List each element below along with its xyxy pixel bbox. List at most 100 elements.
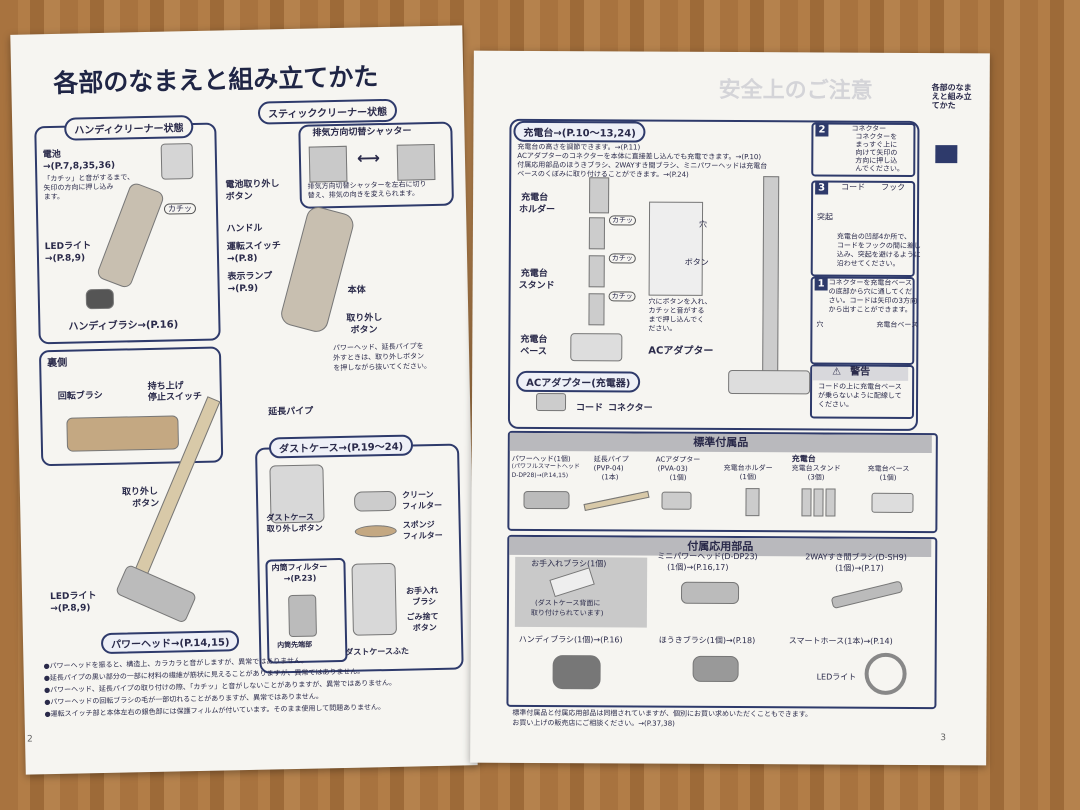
holder-illustration [589, 177, 610, 214]
stick-cleaner-label: スティッククリーナー状態 [257, 98, 398, 125]
base-label: ベース [520, 346, 547, 358]
step-1-note: の底部から穴に通してくだ [828, 287, 913, 296]
handy-brush-thumb [552, 655, 601, 690]
sponge-filter-label: スポンジ [402, 520, 435, 530]
care-brush-note: (ダストケース背面に [534, 598, 601, 608]
led-light-ref: →(P.8,9) [50, 603, 91, 615]
kachi-bubble: カチッ [163, 202, 197, 215]
care-brush-label: お手入れ [405, 585, 439, 596]
adapter-illustration [535, 392, 567, 412]
clean-filter-label: クリーン [401, 490, 434, 500]
sponge-filter-label: フィルター [402, 530, 443, 541]
step-1-note: から出すことができます。 [828, 305, 912, 314]
pipe-note: 外すときは、取り外しボタン [333, 352, 425, 363]
led-light-ref: →(P.8,9) [44, 253, 86, 265]
stand-illustration [588, 255, 605, 288]
std-item-ac-adapter: (PVA-03) [657, 464, 688, 473]
charger-base-illustration [728, 369, 811, 395]
dust-release-label: 取り外しボタン [266, 523, 323, 534]
stick-body-illustration [278, 204, 357, 335]
kachi-bubble: カチッ [608, 215, 637, 226]
std-item-ac-adapter: (1個) [669, 473, 687, 482]
battery-label: 電池 [42, 149, 61, 161]
power-head-illustration [114, 563, 198, 624]
step-3-note: コードをフックの間に差し [836, 241, 921, 250]
base-illustration [570, 333, 623, 362]
dust-release-label: ダストケース [266, 512, 315, 523]
care-brush-note: 取り付けられています) [530, 608, 604, 618]
release-button-label: 取り外し [346, 313, 383, 324]
power-head-underside-illustration [66, 415, 180, 452]
charger-note: 充電台の高さを調節できます。→(P.11) [517, 142, 641, 152]
ac-adapter-charger-label: ACアダプター(充電器) [516, 370, 641, 393]
warning-note: が乗らないように配線して [818, 391, 902, 400]
charger-group-label: 充電台 [791, 454, 816, 464]
battery-release-label: ボタン [225, 191, 253, 203]
run-switch-ref: →(P.8) [226, 253, 258, 265]
power-head-label: パワーヘッド→(P.14,15) [100, 630, 240, 655]
opt-item-mini-power-head: ミニパワーヘッド(D-DP23) [657, 551, 758, 562]
step-3-note: 充電台の凹部4か所で、 [836, 232, 912, 241]
charger-pole-illustration [762, 176, 780, 375]
smart-hose-thumb [864, 652, 907, 695]
underside-label: 裏側 [47, 357, 68, 370]
charger-note: ACアダプターのコネクターを本体に直接差し込んでも充電できます。→(P.10) [517, 151, 762, 162]
note-line: ●運転スイッチ部と本体左右の銀色部には保護フィルムが付いています。そのまま使用し… [44, 703, 386, 719]
base-label: 充電台 [520, 334, 548, 346]
inner-filter-ref: →(P.23) [283, 573, 317, 584]
release-button-label: ボタン [350, 325, 378, 336]
warning-note: ください。 [817, 400, 854, 409]
ac-adapter-thumb [661, 491, 692, 510]
footer-note: お買い上げの販売店にご相談ください。→(P.37,38) [512, 718, 675, 728]
led-light-label: LEDライト [44, 241, 92, 253]
opt-item-smart-hose: スマートホース(1本)→(P.14) [788, 636, 893, 646]
shutter-illustration [308, 145, 348, 183]
safety-title: 安全上のご注意 [718, 77, 873, 104]
holder-thumb [745, 488, 760, 517]
cord-label: コード [575, 403, 604, 414]
holder-label: 充電台 [521, 192, 549, 204]
left-right-arrow-icon: ⟷ [356, 148, 381, 168]
hole-note: ださい。 [648, 324, 677, 333]
step-3-protrusion-label: 突起 [816, 212, 834, 222]
step-2-note: んでください。 [855, 164, 904, 173]
handle-label: ハンドル [226, 223, 263, 235]
care-brush-label: ブラシ [412, 597, 437, 607]
dust-case-label: ダストケース→(P.19〜24) [268, 434, 414, 459]
handy-brush-illustration [85, 288, 115, 310]
led-light-label: LEDライト [49, 591, 97, 603]
stand-thumb [825, 488, 836, 517]
broom-brush-thumb [692, 655, 739, 683]
dust-case-body-illustration [351, 562, 397, 636]
warning-title: 警告 [850, 366, 871, 378]
stand-thumb [813, 488, 824, 517]
warning-note: コードの上に充電台ベース [818, 382, 902, 391]
opt-item-care-brush: お手入れブラシ(1個) [531, 558, 607, 569]
opt-item-2way-brush: 2WAYすき間ブラシ(D-SH9) [805, 552, 907, 562]
warning-icon: ⚠ [832, 366, 842, 378]
step-1-base-label: 充電台ベース [876, 320, 919, 329]
button-label: ボタン [684, 257, 709, 267]
step-2-note: 方向に押し込 [855, 156, 898, 165]
step-1-note: さい。コードは矢印の3方向 [828, 296, 918, 305]
pipe-note: パワーヘッド、延長パイプを [332, 342, 424, 353]
std-item-stand: (3個) [807, 473, 825, 482]
step-2-note: 向けて矢印の [855, 148, 898, 157]
inner-filter-label: 内筒フィルター [271, 562, 328, 573]
stand-illustration [588, 217, 605, 250]
connector-label: コネクター [607, 403, 653, 414]
side-tab: 各部のなまえと組み立てかた [931, 83, 972, 111]
dust-cover-label: ダストケースふた [345, 646, 409, 657]
dust-dump-label: ごみ捨て [406, 611, 439, 622]
std-item-holder: 充電台ホルダー [723, 463, 773, 473]
charger-label: 充電台→(P.10〜13,24) [513, 120, 646, 143]
page-number: 2 [26, 734, 33, 745]
step-2-note: コネクターを [855, 132, 898, 141]
battery-note: 矢印の方向に押し込み [43, 182, 114, 193]
pipe-note: を押しながら抜いてください。 [333, 362, 432, 373]
battery-release-label: 電池取り外し [225, 179, 280, 191]
std-item-ac-adapter: ACアダプター [655, 455, 701, 464]
power-head-thumb [523, 490, 570, 510]
std-item-stand: 充電台スタンド [791, 464, 841, 473]
holder-label: ホルダー [519, 204, 556, 216]
